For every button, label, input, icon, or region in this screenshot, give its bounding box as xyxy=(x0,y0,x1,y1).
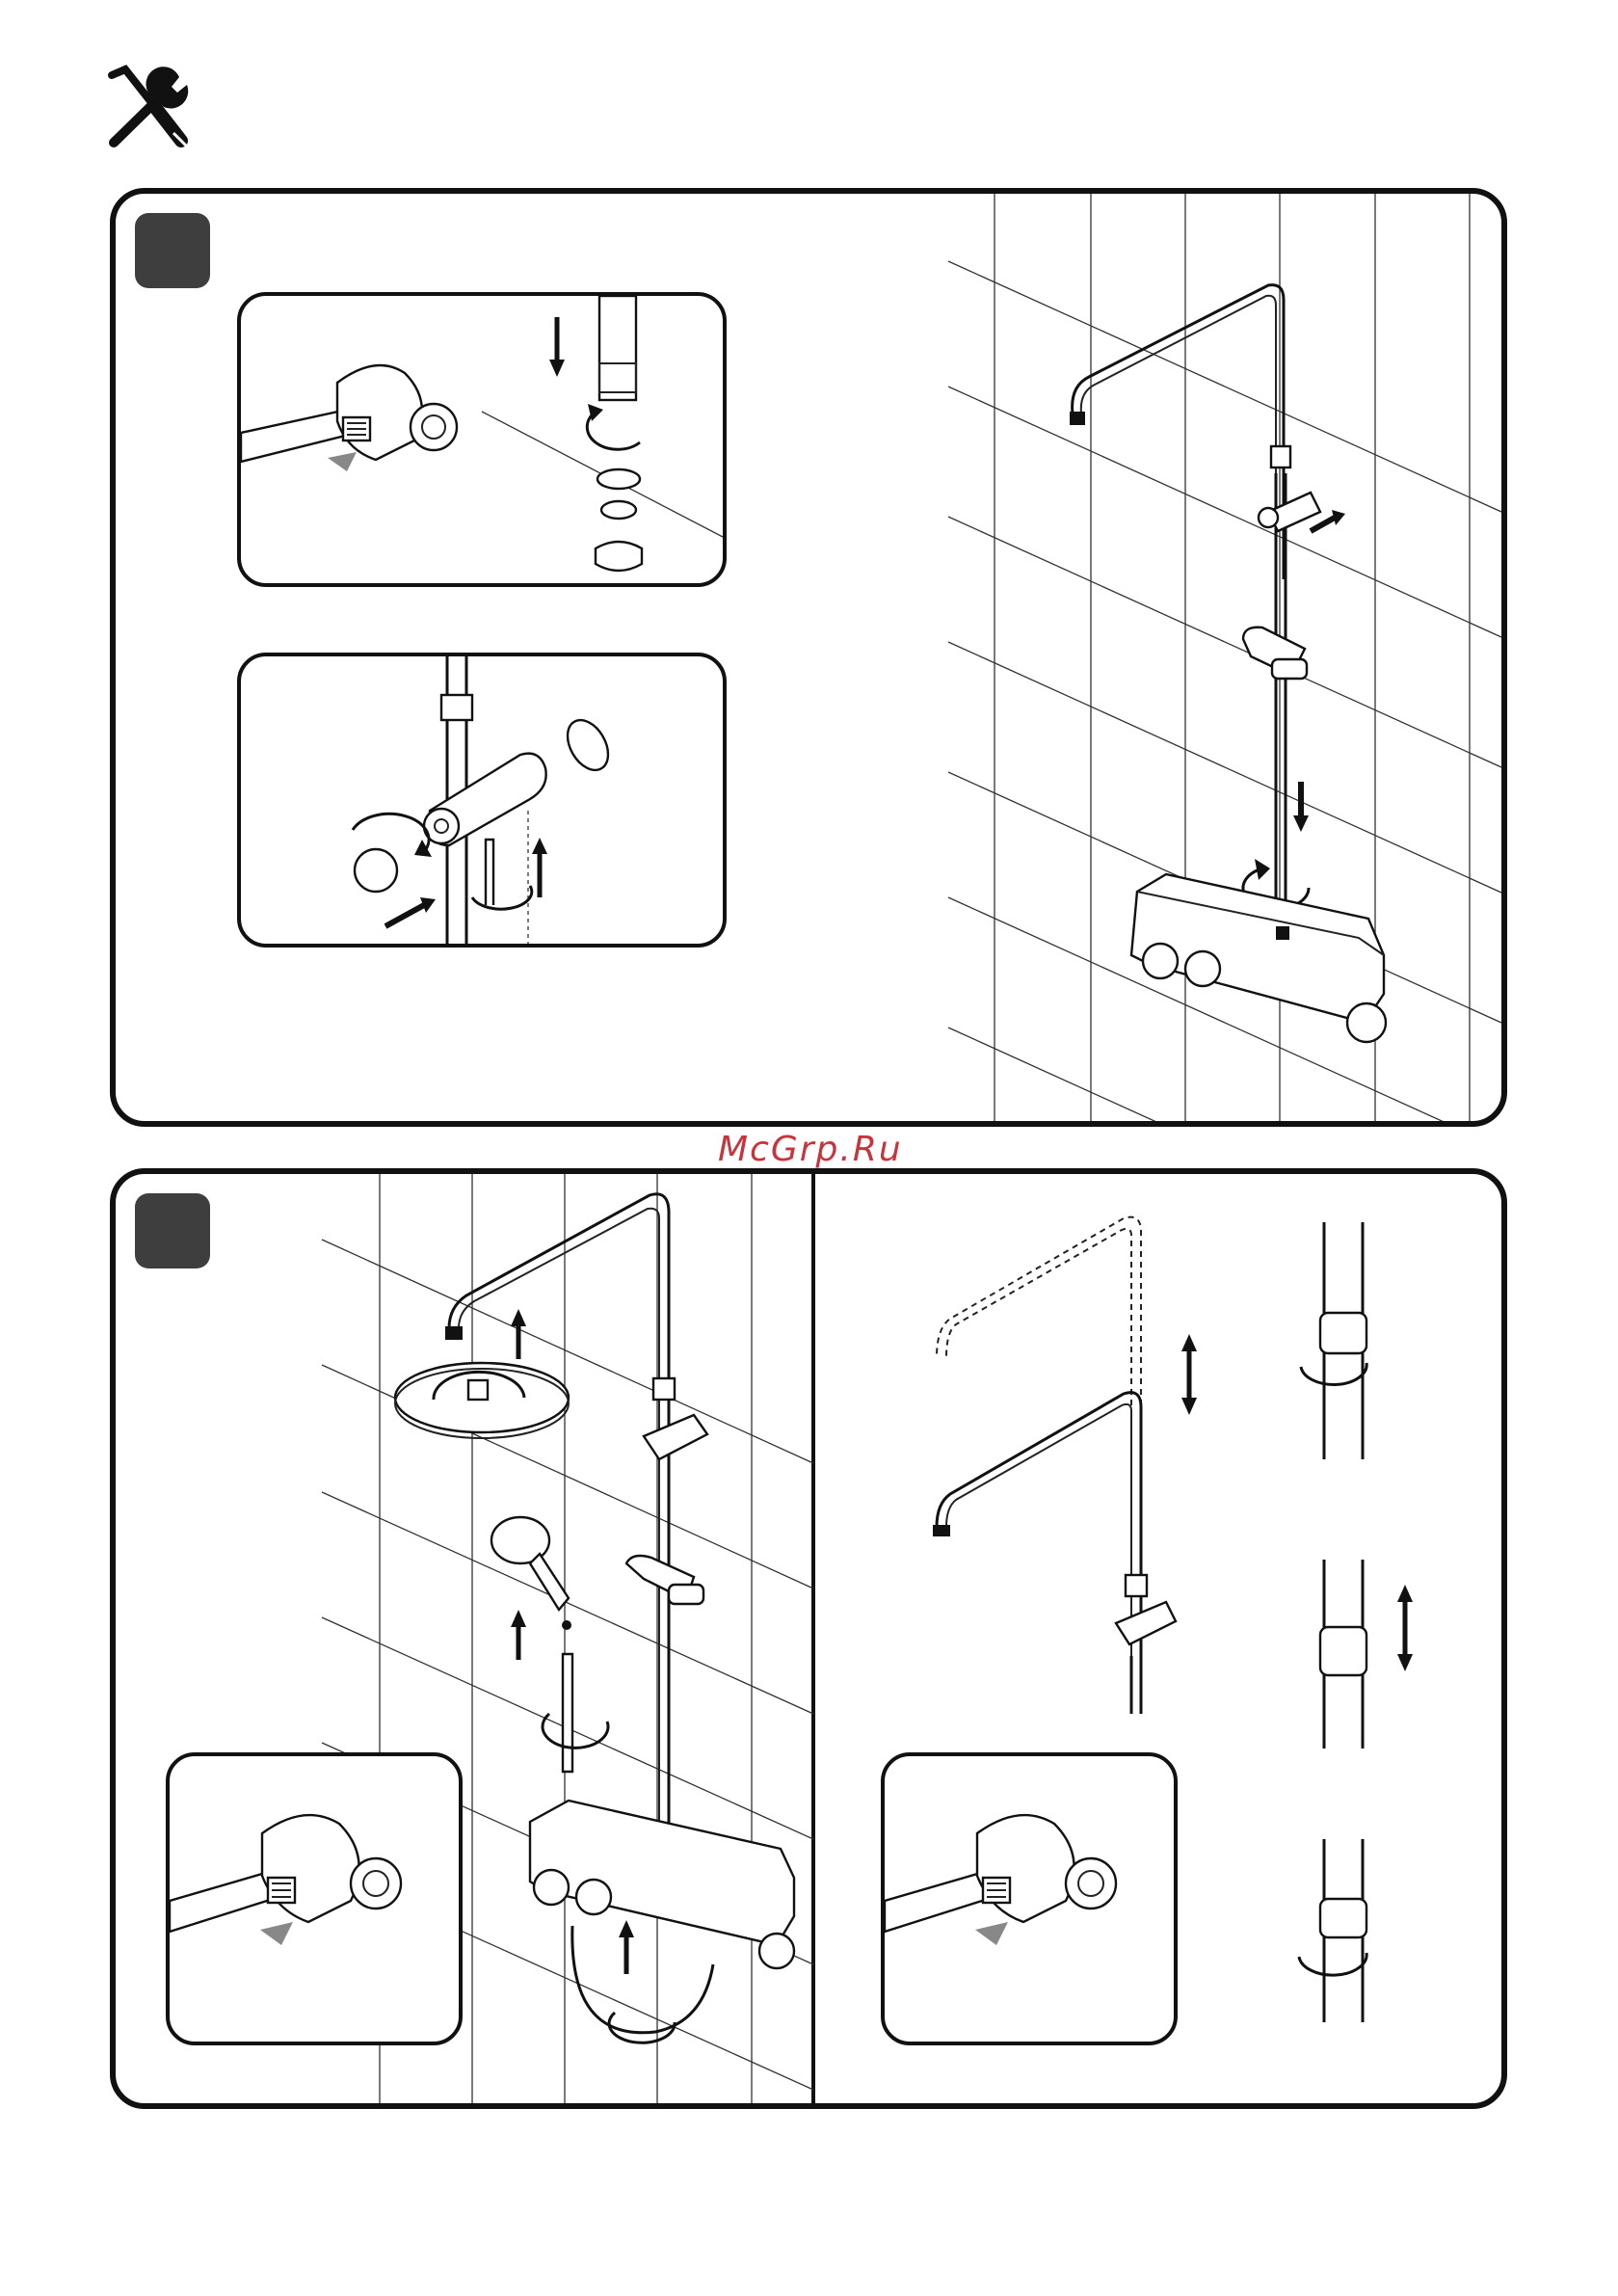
step-2-panel xyxy=(110,1168,1507,2109)
tools-icon xyxy=(104,64,200,160)
step-1-badge xyxy=(135,213,210,288)
step-2-badge xyxy=(135,1193,210,1268)
step-1-panel xyxy=(110,188,1507,1127)
holder-inset xyxy=(237,653,727,948)
wrench-inset xyxy=(237,292,727,587)
wrench-inset-left xyxy=(166,1752,463,2045)
watermark: McGrp.Ru xyxy=(718,1130,903,1169)
wrench-inset-right xyxy=(881,1752,1178,2045)
